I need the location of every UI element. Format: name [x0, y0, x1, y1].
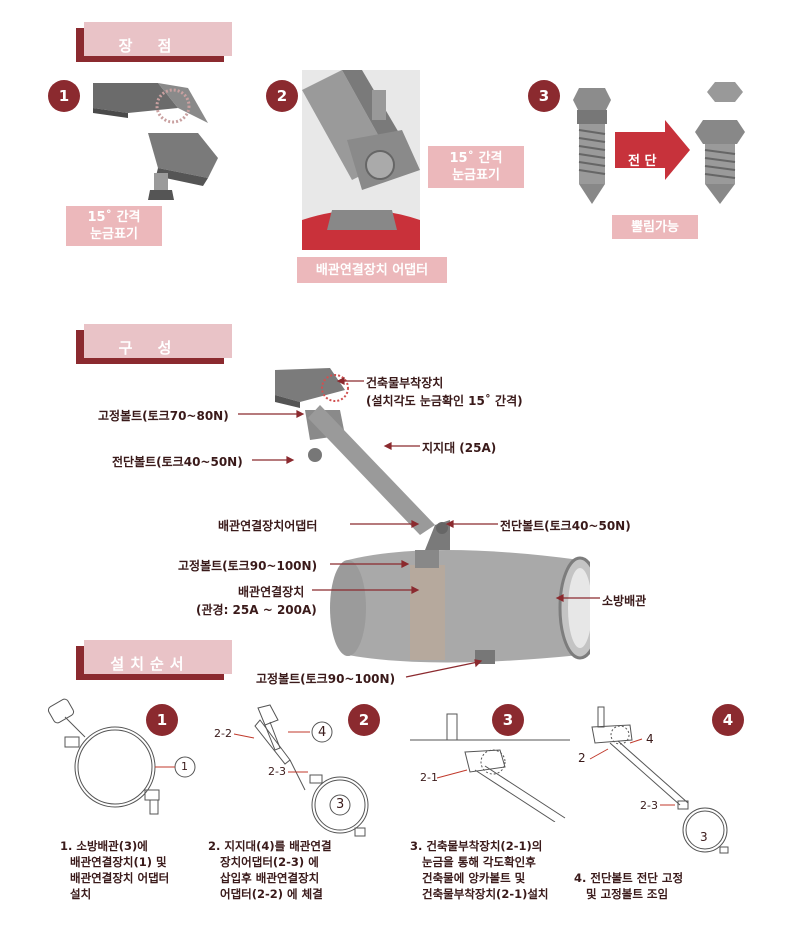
label-fix-bolt-70: 고정볼트(토크70~80N): [98, 409, 229, 423]
header-shadow: [84, 22, 232, 56]
install-number-4: 4: [712, 704, 744, 736]
label-pipe-conn: 배관연결장치: [238, 585, 305, 599]
angle-label-box-1: 15˚ 간격 눈금표기: [66, 206, 162, 246]
install-step-1-text: 1. 소방배관(3)에 배관연결장치(1) 및 배관연결장치 어댑터 설치: [60, 839, 170, 901]
d2-callout-4: 4: [318, 725, 327, 740]
label-adapter: 배관연결장치어댑터: [218, 519, 318, 533]
breakable-label-box: 뿔림가능: [612, 215, 698, 239]
d2-callout-3: 3: [336, 797, 345, 812]
label-fix-bolt-90-top: 고정볼트(토크90~100N): [178, 559, 318, 573]
d4-callout-3: 3: [700, 830, 708, 844]
d4-callout-2: 2: [578, 751, 586, 765]
d1-callout-1: 1: [181, 760, 188, 773]
d3-callout-2-1: 2-1: [420, 771, 438, 784]
advantage-number-2: 2: [266, 80, 298, 112]
label-pipe-conn-sub: (관경: 25A ~ 200A): [196, 603, 317, 617]
d4-callout-2-3: 2-3: [640, 799, 658, 812]
advantage-number-1: 1: [48, 80, 80, 112]
d2-callout-2-3: 2-3: [268, 765, 286, 778]
header-shadow: [84, 640, 232, 674]
label-shear-bolt-right: 전단볼트(토크40~50N): [500, 519, 631, 533]
advantage-number-3: 3: [528, 80, 560, 112]
install-number-1: 1: [146, 704, 178, 736]
label-fix-bolt-90-bottom: 고정볼트(토크90~100N): [256, 672, 396, 686]
section-title: 설치순서: [110, 654, 190, 673]
shear-bolt-image: [573, 82, 745, 204]
adapter-label-box: 배관연결장치 어댑터: [297, 257, 447, 283]
install-number-2: 2: [348, 704, 380, 736]
install-step-2-text: 2. 지지대(4)를 배관연결 장치어댑터(2-3) 에 삽입후 배관연결장치 …: [208, 839, 332, 901]
section-title: 구 성: [118, 338, 182, 357]
label-support: 지지대 (25A): [422, 441, 497, 455]
assembly-drawing: [275, 368, 590, 664]
label-building-attach-sub: (설치각도 눈금확인 15˚ 간격): [366, 394, 523, 408]
shear-arrow-label: 전 단: [628, 154, 657, 169]
adapter-image-2: [302, 70, 420, 250]
angle-label-box-2: 15˚ 간격 눈금표기: [428, 146, 524, 188]
install-diagram-1: [47, 698, 196, 815]
section-header-install-order: 설치순서: [76, 640, 232, 680]
install-number-3: 3: [492, 704, 524, 736]
label-shear-bolt-left: 전단볼트(토크40~50N): [112, 455, 243, 469]
install-diagram-3: [410, 713, 570, 822]
install-diagram-4: [589, 706, 729, 854]
d4-callout-4: 4: [646, 732, 654, 746]
label-fire-pipe: 소방배관: [602, 594, 647, 608]
section-title: 장 점: [118, 36, 182, 55]
header-shadow: [84, 324, 232, 358]
bracket-image-1: [93, 83, 218, 200]
section-header-advantages: 장 점: [76, 22, 232, 62]
install-step-3-text: 3. 건축물부착장치(2-1)의 눈금을 통해 각도확인후 건축물에 앙카볼트 …: [410, 839, 549, 901]
d2-callout-2-2: 2-2: [214, 727, 232, 740]
section-header-composition: 구 성: [76, 324, 232, 364]
label-building-attach: 건축물부착장치: [366, 376, 444, 390]
install-step-4-text: 4. 전단볼트 전단 고정 및 고정볼트 조임: [574, 871, 684, 901]
install-diagram-2: [233, 704, 369, 837]
